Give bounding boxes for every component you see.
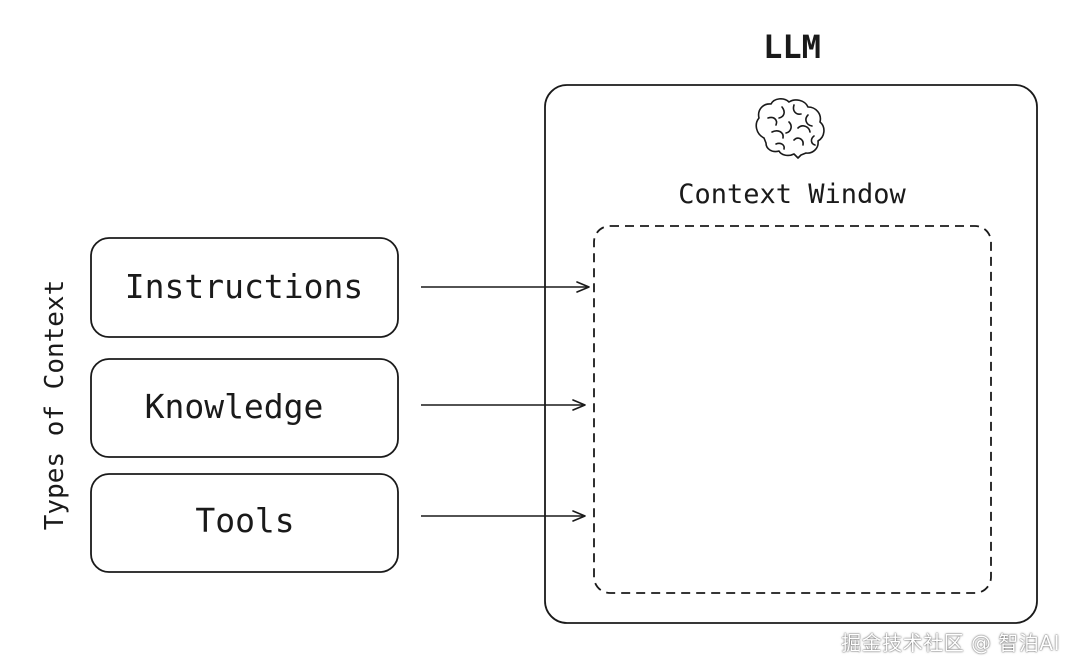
context-item-box <box>90 473 399 573</box>
context-item-box <box>90 358 399 458</box>
context-item-label: Knowledge <box>145 387 324 426</box>
llm-title: LLM <box>763 28 821 66</box>
context-item-box <box>90 237 399 338</box>
context-item-label: Tools <box>195 501 294 540</box>
context-window-label: Context Window <box>678 179 906 210</box>
context-item-tools: Tools <box>90 473 399 573</box>
brain-icon <box>755 98 825 159</box>
context-item-knowledge: Knowledge <box>90 358 399 458</box>
context-item-instructions: Instructions <box>90 237 399 338</box>
context-item-label: Instructions <box>125 267 363 306</box>
llm-box <box>544 84 1038 624</box>
types-of-context-label: Types of Context <box>40 280 70 530</box>
watermark-text: 掘金技术社区 @ 智泊AI <box>841 631 1060 655</box>
context-window-box <box>593 225 992 594</box>
